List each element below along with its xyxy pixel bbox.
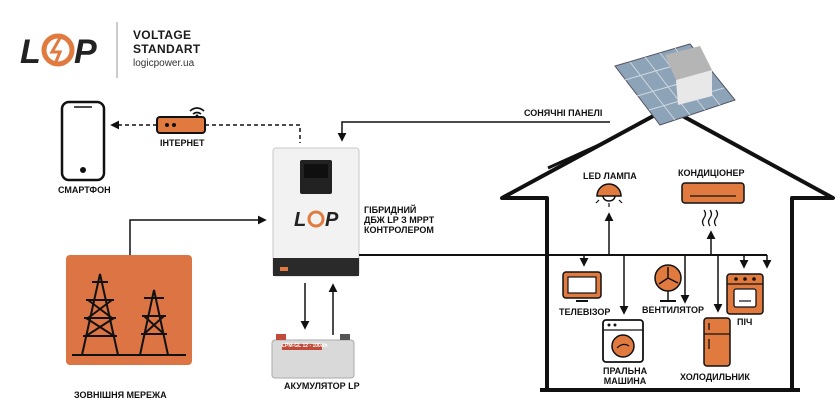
label-washing-machine: ПРАЛЬНА МАШИНА xyxy=(603,366,647,386)
battery-icon xyxy=(271,334,355,379)
label-inverter-line1: ГІБРИДНИЙ xyxy=(364,205,417,215)
inverter-to-router-link xyxy=(205,124,301,143)
air-conditioner-icon xyxy=(681,182,745,227)
tv-icon xyxy=(562,271,602,302)
led-lamp-icon xyxy=(595,183,623,207)
router-icon xyxy=(156,107,206,134)
power-grid-icon xyxy=(66,255,192,365)
svg-text:P: P xyxy=(325,209,339,231)
label-external-grid: ЗОВНІШНЯ МЕРЕЖА xyxy=(74,390,167,400)
smartphone-icon xyxy=(60,100,106,182)
svg-text:P: P xyxy=(74,33,97,71)
solar-to-inverter-line xyxy=(337,121,610,142)
label-washer-line2: МАШИНА xyxy=(603,376,647,386)
label-fan: ВЕНТИЛЯТОР xyxy=(642,305,705,315)
svg-text:L: L xyxy=(20,33,41,71)
label-washer-line1: ПРАЛЬНА xyxy=(603,366,648,376)
brand-name-line1: VOLTAGE xyxy=(133,28,192,42)
fridge-icon xyxy=(703,317,731,367)
brand-name-line2: STANDART xyxy=(133,42,201,56)
label-smartphone: СМАРТФОН xyxy=(58,185,111,195)
fan-icon xyxy=(654,264,682,302)
label-fridge: ХОЛОДИЛЬНИК xyxy=(680,372,750,382)
label-internet: ІНТЕРНЕТ xyxy=(160,138,205,148)
label-tv: ТЕЛЕВІЗОР xyxy=(559,307,611,317)
label-inverter: ГІБРИДНИЙ ДБЖ LP З MPPT КОНТРОЛЕРОМ xyxy=(364,205,434,235)
inverter-icon: L P xyxy=(272,147,360,277)
label-stove: ПІЧ xyxy=(737,317,753,327)
roof-panel-strip xyxy=(547,138,611,170)
washing-machine-icon xyxy=(602,319,644,363)
grid-to-inverter-line xyxy=(129,215,267,258)
solar-panel-icon xyxy=(614,43,736,126)
svg-text:L: L xyxy=(294,209,306,231)
logo-icon: L P xyxy=(20,33,97,71)
label-led-lamp: LED ЛАМПА xyxy=(583,171,637,181)
battery-print: LPM-GL 12 - 100Ah xyxy=(282,343,328,349)
label-inverter-line3: КОНТРОЛЕРОМ xyxy=(364,225,434,235)
label-battery: АКУМУЛЯТОР LP xyxy=(284,381,360,391)
label-inverter-line2: ДБЖ LP З MPPT xyxy=(364,215,435,225)
brand-website: logicpower.ua xyxy=(133,58,195,69)
label-air-conditioner: КОНДИЦІОНЕР xyxy=(678,168,745,178)
label-solar-panels: СОНЯЧНІ ПАНЕЛІ xyxy=(524,108,603,118)
house-outline xyxy=(500,106,835,392)
stove-icon xyxy=(726,273,764,315)
